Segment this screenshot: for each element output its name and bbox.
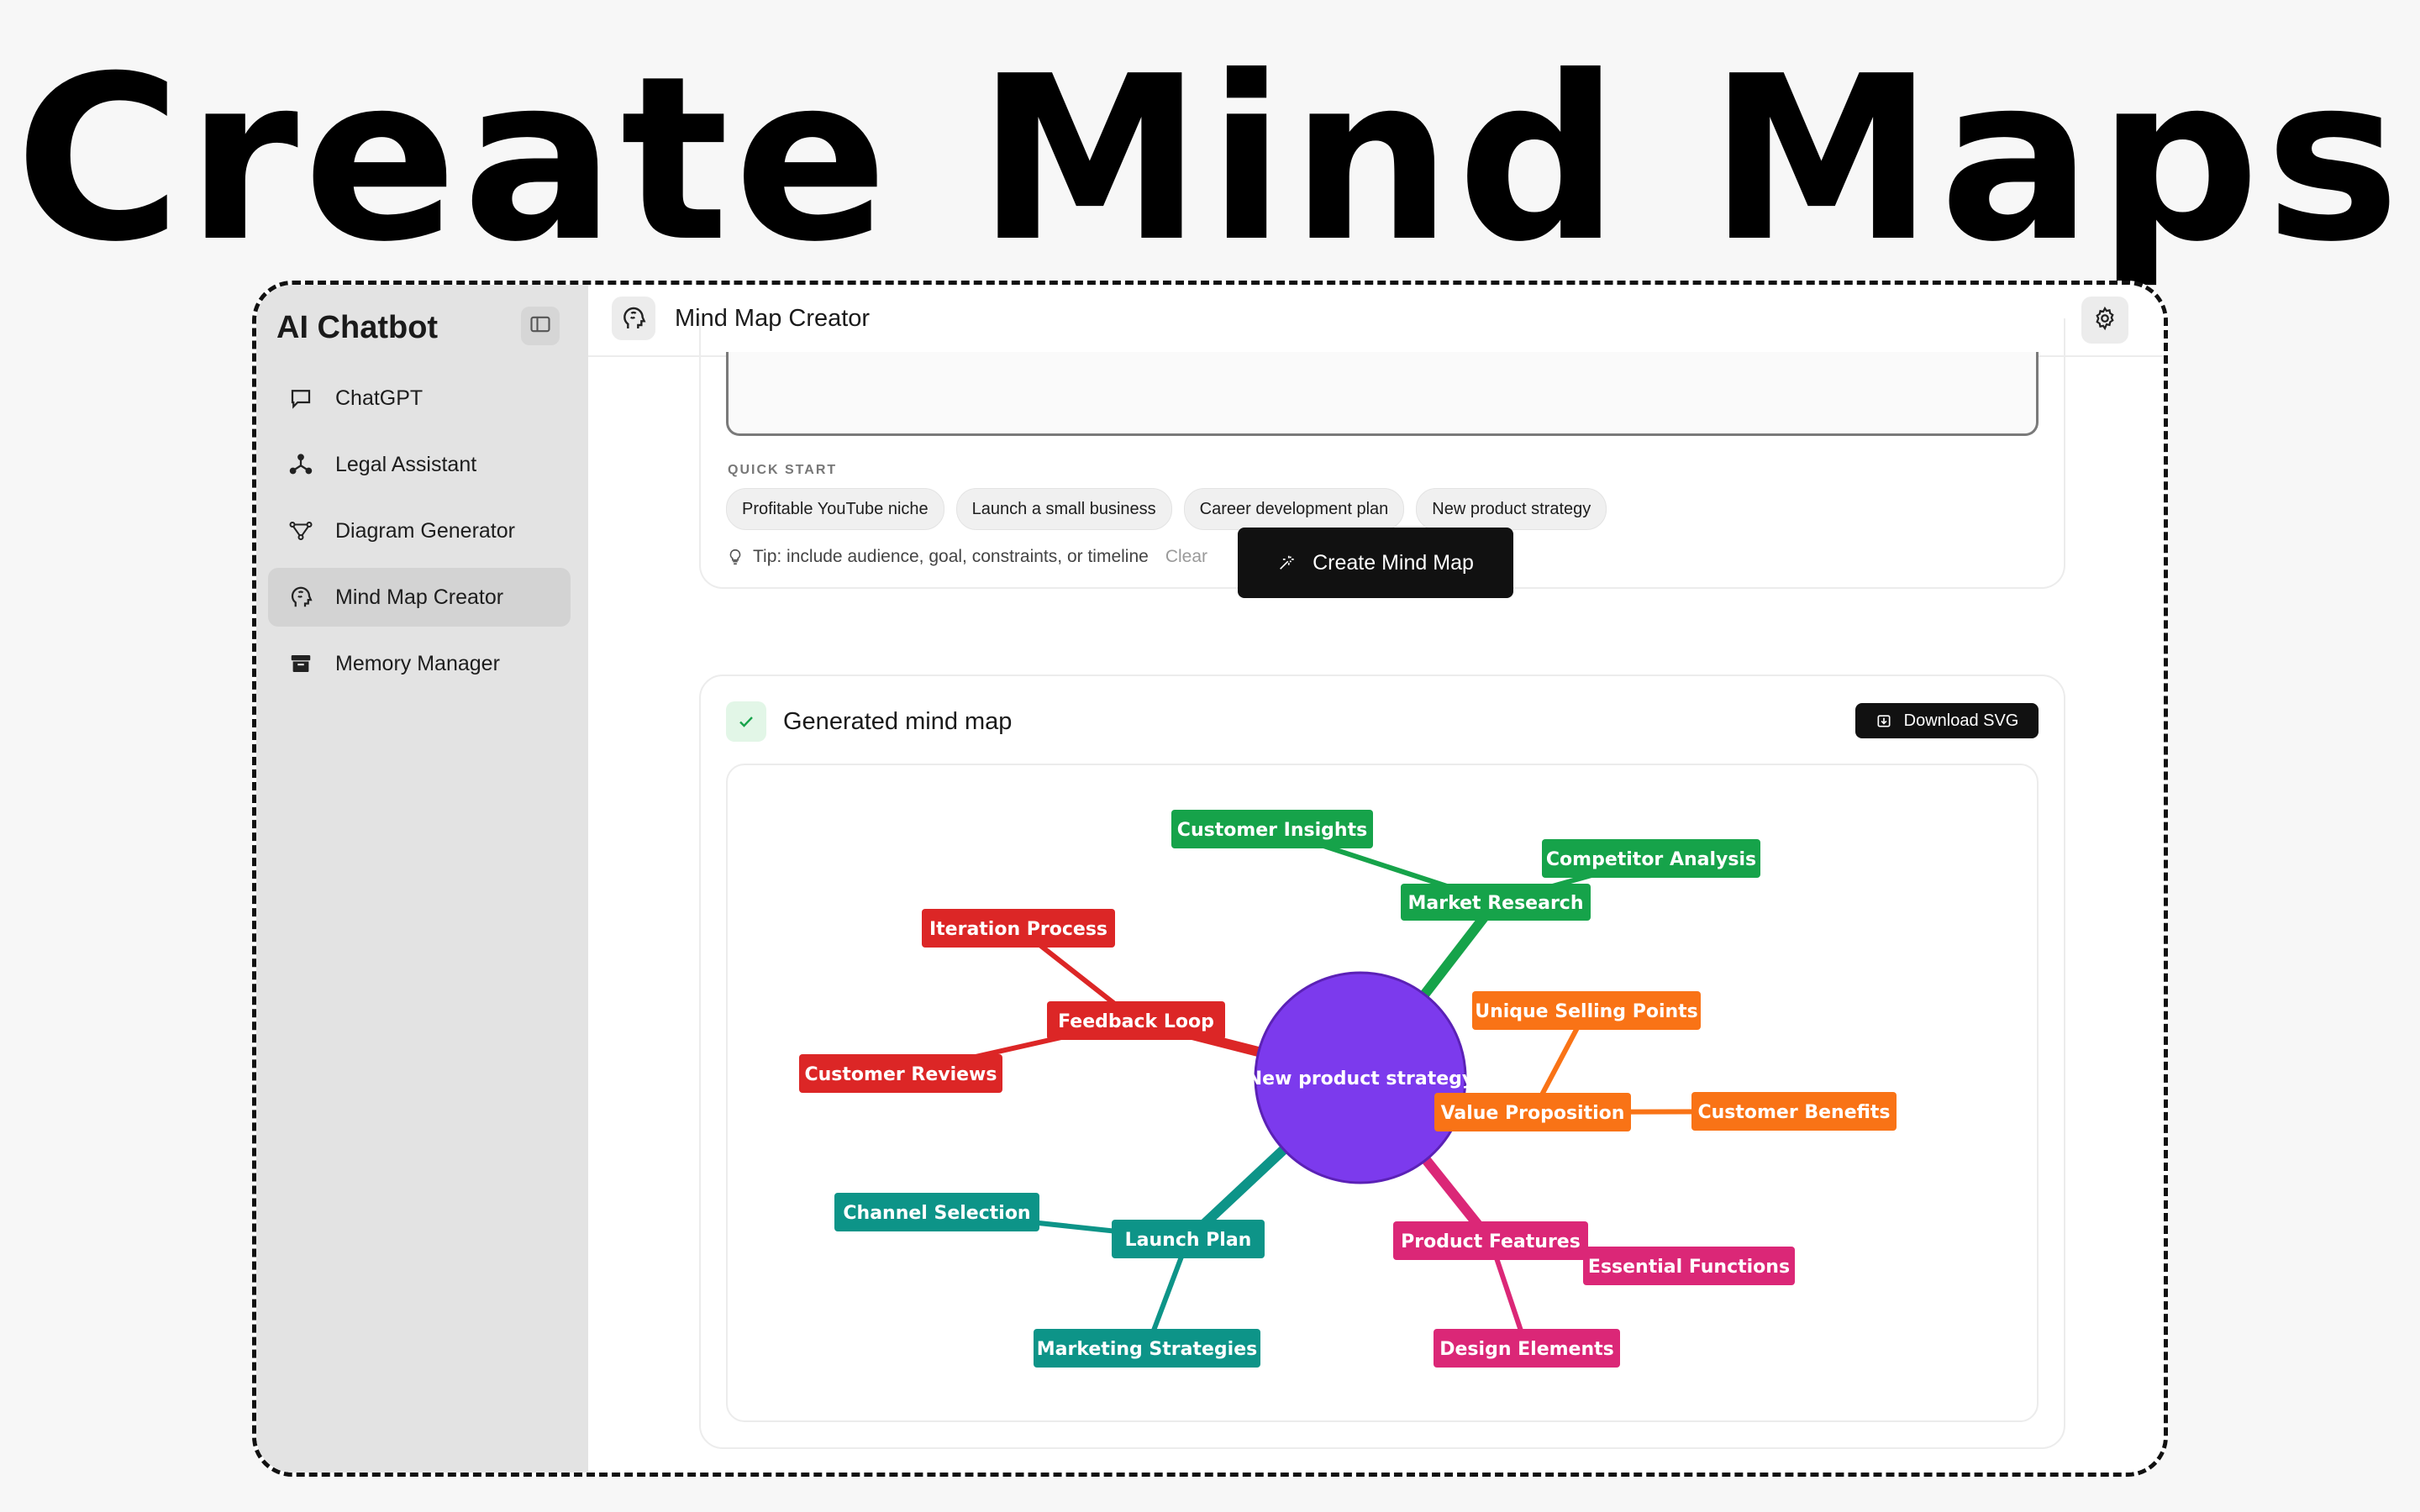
sidebar-nav: ChatGPT Legal Assistant Diagram Generato… xyxy=(268,369,571,701)
sidebar-item-label: Memory Manager xyxy=(335,651,500,675)
leaf-node: Customer Benefits xyxy=(1691,1092,1897,1131)
magic-wand-icon xyxy=(1277,554,1296,572)
leaf-node: Design Elements xyxy=(1434,1329,1620,1368)
sidebar-item-chatgpt[interactable]: ChatGPT xyxy=(268,369,571,428)
branch-node: Value Proposition xyxy=(1434,1093,1631,1131)
sidebar-title: AI Chatbot xyxy=(276,310,439,345)
prompt-textarea[interactable] xyxy=(726,352,2039,436)
leaf-node-label: Iteration Process xyxy=(929,919,1107,940)
result-title: Generated mind map xyxy=(783,708,1013,735)
branch-node-label: Launch Plan xyxy=(1125,1230,1252,1251)
branch-node-label: Product Features xyxy=(1401,1231,1581,1252)
leaf-node-label: Design Elements xyxy=(1439,1339,1614,1360)
branch-node: Product Features xyxy=(1393,1221,1588,1260)
branch-node: Feedback Loop xyxy=(1047,1001,1225,1040)
quick-start-chips: Profitable YouTube niche Launch a small … xyxy=(726,488,1607,530)
sidebar-item-legal-assistant[interactable]: Legal Assistant xyxy=(268,435,571,494)
leaf-node: Marketing Strategies xyxy=(1034,1329,1260,1368)
result-card: Generated mind map Download SVG New prod… xyxy=(699,675,2065,1449)
quick-start-label: QUICK START xyxy=(728,463,838,477)
leaf-node-label: Customer Insights xyxy=(1177,820,1367,841)
brain-head-icon xyxy=(612,297,655,340)
branch-node-label: Feedback Loop xyxy=(1058,1011,1214,1032)
sidebar-item-mind-map-creator[interactable]: Mind Map Creator xyxy=(268,568,571,627)
top-bar: Mind Map Creator xyxy=(588,285,2164,357)
sidebar-item-label: ChatGPT xyxy=(335,386,424,410)
sidebar-item-label: Diagram Generator xyxy=(335,518,515,543)
leaf-node-label: Competitor Analysis xyxy=(1546,849,1756,870)
tip-row: Tip: include audience, goal, constraints… xyxy=(726,547,1207,567)
network-icon xyxy=(287,450,315,479)
sidebar-item-memory-manager[interactable]: Memory Manager xyxy=(268,634,571,693)
main-content: Mind Map Creator QUICK START Profitable … xyxy=(588,285,2164,1473)
hero-title: Create Mind Maps xyxy=(14,27,2406,291)
lightbulb-icon xyxy=(726,548,744,566)
leaf-node-label: Essential Functions xyxy=(1588,1257,1790,1278)
sidebar-item-label: Legal Assistant xyxy=(335,452,477,476)
leaf-node: Unique Selling Points xyxy=(1472,991,1701,1030)
download-svg-button[interactable]: Download SVG xyxy=(1855,703,2039,738)
prompt-card: QUICK START Profitable YouTube niche Lau… xyxy=(699,318,2065,598)
leaf-node: Essential Functions xyxy=(1583,1247,1795,1285)
app-window: AI Chatbot ChatGPT Legal Assistant xyxy=(252,281,2168,1477)
tip-text: Tip: include audience, goal, constraints… xyxy=(753,547,1149,566)
leaf-node: Iteration Process xyxy=(922,909,1115,948)
check-icon xyxy=(726,701,766,742)
leaf-node-label: Unique Selling Points xyxy=(1475,1001,1698,1022)
leaf-node-label: Customer Benefits xyxy=(1697,1102,1890,1123)
sidebar-item-label: Mind Map Creator xyxy=(335,585,504,609)
download-icon xyxy=(1876,712,1892,729)
quick-start-chip[interactable]: Profitable YouTube niche xyxy=(726,488,944,530)
download-button-label: Download SVG xyxy=(1903,711,2019,730)
branch-node: Market Research xyxy=(1401,884,1591,921)
branch-node: Launch Plan xyxy=(1112,1220,1265,1258)
sidebar: AI Chatbot ChatGPT Legal Assistant xyxy=(256,285,588,1473)
clear-button[interactable]: Clear xyxy=(1165,547,1207,566)
branch-node-label: Value Proposition xyxy=(1441,1103,1625,1124)
create-button-label: Create Mind Map xyxy=(1313,550,1474,575)
leaf-node: Customer Insights xyxy=(1171,810,1373,848)
branch-node-label: Market Research xyxy=(1408,893,1584,914)
diagram-icon xyxy=(287,517,315,545)
brain-head-icon xyxy=(287,583,315,612)
quick-start-chip[interactable]: Career development plan xyxy=(1183,488,1405,530)
create-mind-map-button[interactable]: Create Mind Map xyxy=(1238,528,1513,598)
chat-bubble-icon xyxy=(287,384,315,412)
mind-map-center-node: New product strategy xyxy=(1247,971,1475,1184)
quick-start-chip[interactable]: Launch a small business xyxy=(955,488,1172,530)
leaf-node-label: Channel Selection xyxy=(843,1203,1030,1224)
leaf-node-label: Marketing Strategies xyxy=(1037,1339,1257,1360)
leaf-node: Channel Selection xyxy=(834,1193,1039,1231)
sidebar-panel-icon xyxy=(529,312,552,340)
leaf-node: Customer Reviews xyxy=(799,1054,1002,1093)
leaf-node: Competitor Analysis xyxy=(1542,839,1760,878)
settings-button[interactable] xyxy=(2081,297,2128,344)
leaf-node-label: Customer Reviews xyxy=(805,1064,997,1085)
center-node-label: New product strategy xyxy=(1247,1068,1475,1089)
sidebar-item-diagram-generator[interactable]: Diagram Generator xyxy=(268,501,571,560)
sidebar-toggle-button[interactable] xyxy=(521,307,560,345)
quick-start-chip[interactable]: New product strategy xyxy=(1416,488,1607,530)
gear-icon xyxy=(2092,306,2118,335)
archive-box-icon xyxy=(287,649,315,678)
